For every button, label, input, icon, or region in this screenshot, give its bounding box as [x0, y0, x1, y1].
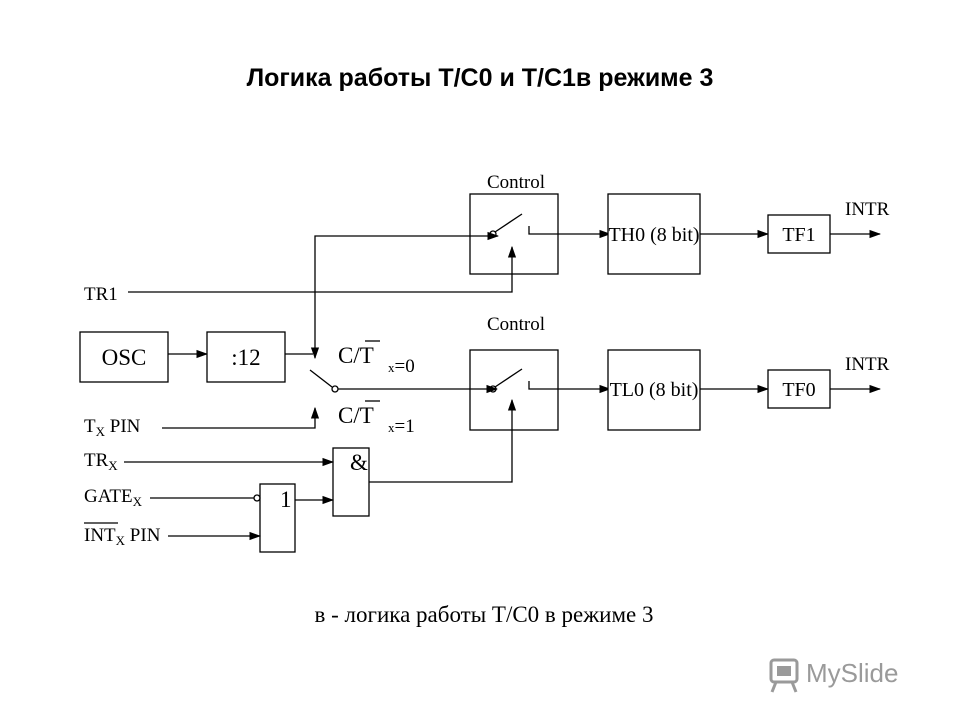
control-label-top: Control: [487, 172, 545, 193]
wire-and-to-bottom-control: [369, 398, 517, 483]
gatex-label: GATEX: [84, 486, 143, 509]
tf0-label: TF0: [782, 379, 815, 401]
wire-tr1-to-control: [128, 245, 517, 293]
tl0-label: TL0 (8 bit): [610, 379, 699, 401]
ct-select-1-label: C/T: [338, 403, 374, 428]
control-switch-box-bottom: [469, 349, 559, 431]
wire-clock-to-top-switch: [314, 231, 500, 348]
trx-label: TRX: [84, 450, 118, 473]
wire-switch-to-tl0: [528, 381, 612, 394]
th0-register: [607, 193, 701, 275]
ct-select-0-label: C/T: [338, 343, 374, 368]
diagram-caption: в - логика работы T/C0 в режиме 3: [315, 602, 654, 627]
tf1-label: TF1: [782, 224, 815, 246]
control-label-bottom: Control: [487, 314, 545, 335]
or-gate-label: 1: [280, 487, 292, 512]
or-gate-inversion: [253, 494, 261, 502]
and-gate: [332, 447, 370, 517]
wire-txpin-to-selector: [162, 406, 320, 429]
switch-lever-top: [494, 213, 523, 233]
osc-label: OSC: [102, 345, 147, 370]
tl0-register: [607, 349, 701, 431]
wire-switch-to-th0: [528, 226, 612, 239]
page-title: Логика работы Т/С0 и Т/С1в режиме 3: [246, 64, 714, 92]
selector-pivot: [331, 385, 339, 393]
and-gate-label: &: [350, 450, 368, 475]
ct-select-0-value: x=0: [388, 356, 415, 377]
th0-label: TH0 (8 bit): [608, 224, 699, 246]
ct-select-1-value: x=1: [388, 416, 415, 437]
intr-label-bottom: INTR: [845, 354, 890, 375]
watermark-logo-icon: [769, 658, 799, 693]
intx-pin-label: INTX PIN: [84, 525, 161, 548]
osc-block: [79, 331, 169, 383]
tf1-flag: [767, 214, 831, 254]
tx-pin-label: TX PIN: [84, 416, 141, 439]
divider-label: :12: [231, 345, 260, 370]
tr1-label: TR1: [84, 284, 118, 305]
watermark-text: MySlide: [806, 658, 899, 688]
selector-lever: [309, 369, 333, 388]
intr-label-top: INTR: [845, 199, 890, 220]
divider-block: [206, 331, 286, 383]
or-gate: [259, 483, 296, 553]
switch-lever-bottom: [494, 368, 523, 388]
